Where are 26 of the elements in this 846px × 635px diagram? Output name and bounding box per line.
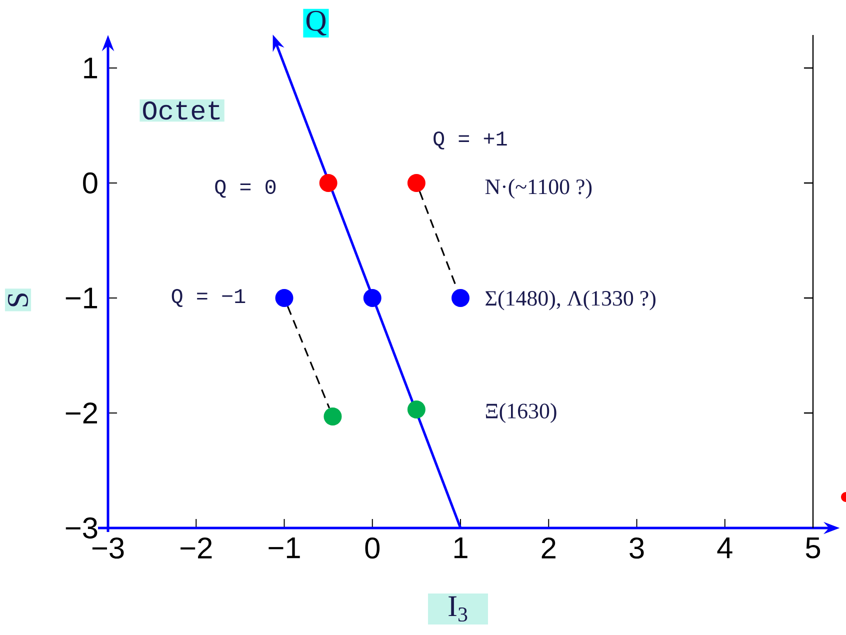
x-tick-label: 3: [630, 538, 644, 559]
annotation-text: Q = +1: [434, 131, 507, 150]
annotation-text: N·(~1100 ?): [485, 178, 592, 199]
x-tick-label: −2: [180, 538, 212, 558]
x-tick-label: 4: [717, 538, 732, 558]
chart-title: Octet: [140, 99, 224, 122]
y-tick-label: −3: [66, 517, 98, 539]
axis-label: I$_{3}$: [428, 593, 488, 625]
y-tick-label: 0: [83, 172, 98, 194]
annotation-text: Q = 0: [215, 180, 276, 198]
x-tick-label: 2: [542, 538, 556, 558]
axis-label: Q: [303, 8, 329, 38]
y-tick-label: 1: [84, 58, 98, 78]
annotation-text: Ξ(1630): [486, 403, 556, 423]
axis-label: S: [4, 288, 32, 312]
y-tick-label: −1: [66, 288, 98, 308]
x-axis-title: I$_{3}$: [448, 596, 468, 622]
annotation: Octet: [143, 101, 220, 120]
annotation-text: Σ(1480), Λ(1330 ?): [486, 290, 656, 310]
annotation-text: Q = −1: [172, 289, 246, 307]
y-axis-title: S: [8, 294, 28, 306]
x-tick-label: 1: [454, 538, 468, 558]
x-tick-label: 5: [806, 538, 820, 558]
x-tick-label: −1: [268, 538, 300, 558]
y-tick-label: −2: [66, 402, 97, 424]
x-tick-label: 0: [365, 538, 380, 559]
